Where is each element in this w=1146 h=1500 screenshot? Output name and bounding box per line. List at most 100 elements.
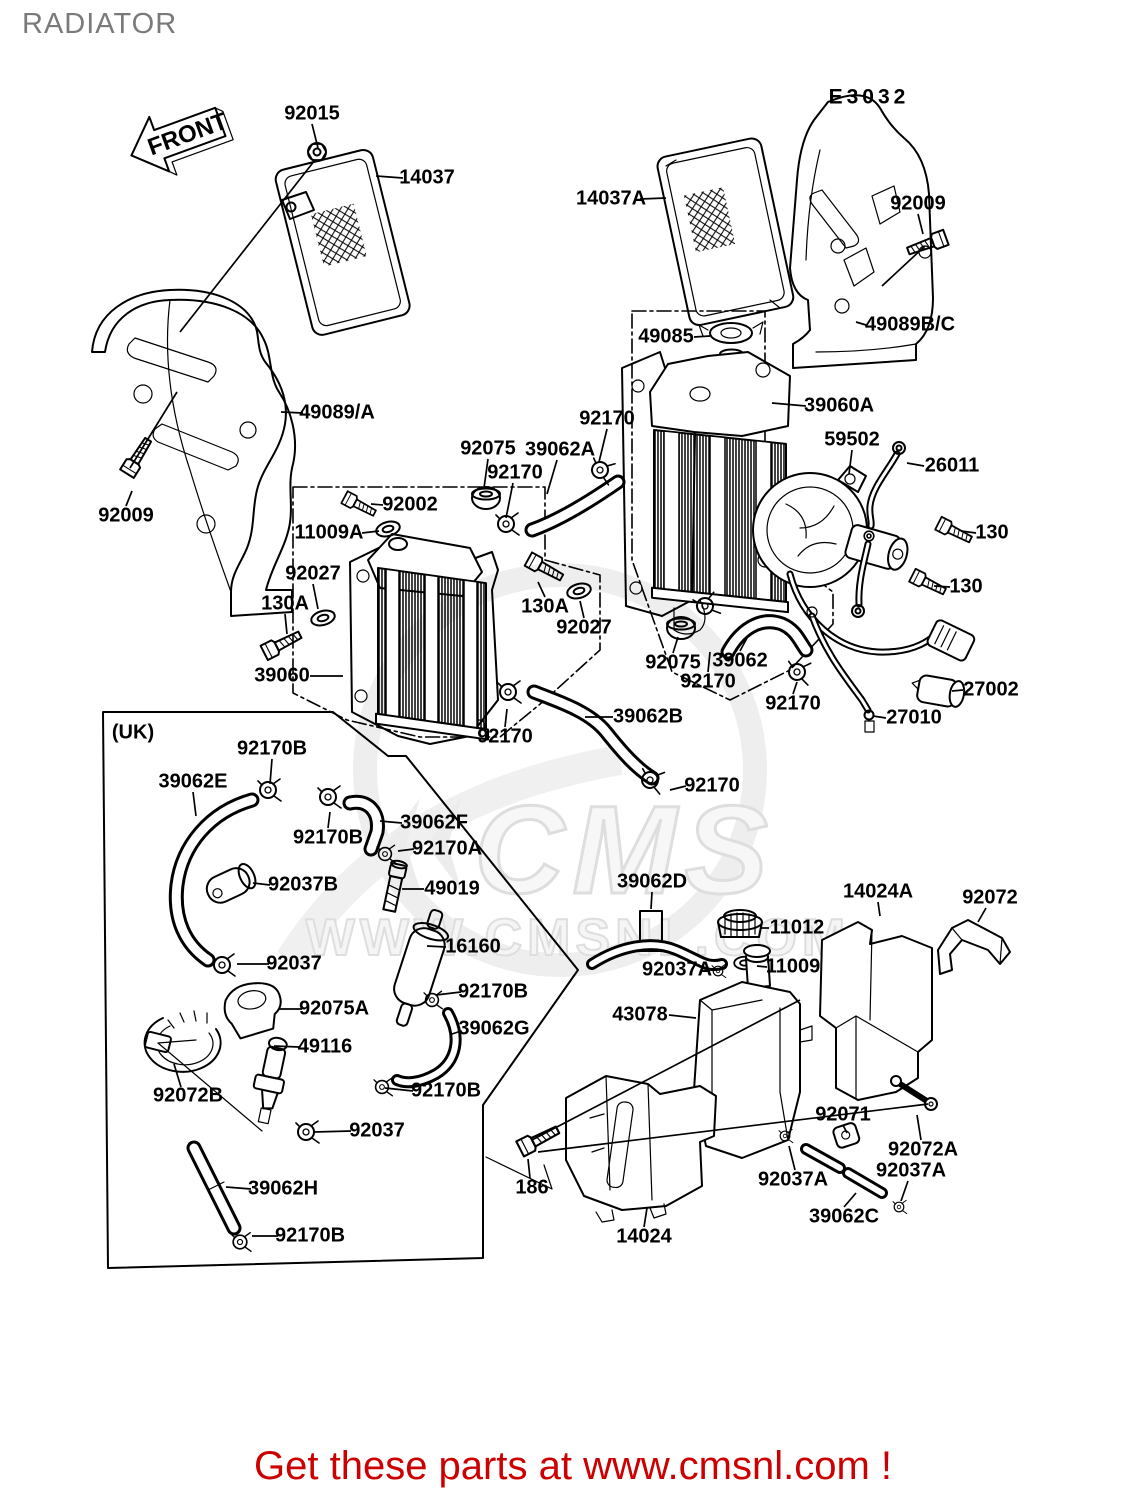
part-label: 92037B: [268, 873, 338, 895]
part-label: 39062A: [525, 438, 595, 460]
part-label: 92072: [962, 886, 1018, 908]
footer-link[interactable]: Get these parts at www.cmsnl.com !: [254, 1444, 892, 1488]
leader-line: [872, 715, 887, 719]
leader-line: [327, 811, 331, 829]
cap-11012: [717, 909, 763, 938]
hose-39062H: [186, 1140, 242, 1236]
part-label: 92075A: [299, 997, 369, 1019]
leader-line: [916, 1114, 922, 1141]
radiator-39060: [340, 490, 499, 745]
part-label: 92015: [284, 102, 340, 124]
radiator-39060A: [621, 321, 791, 635]
leader-line: [312, 583, 319, 610]
clamp-glyph: [373, 1077, 394, 1097]
joint-49019: [382, 859, 408, 913]
hose-39062B: [526, 684, 660, 786]
part-label: 14024A: [843, 880, 913, 902]
part-label: 14037A: [576, 187, 646, 209]
part-label: 130: [975, 521, 1008, 543]
part-label: 92009: [98, 504, 154, 526]
radiator-cap-49085: [698, 321, 764, 344]
leader-line: [426, 945, 447, 948]
part-label: 92170: [579, 407, 635, 429]
clamp-glyph: [317, 785, 342, 809]
part-label: (UK): [112, 721, 154, 743]
leader-line: [788, 1145, 796, 1171]
hose-39062C: [800, 1143, 888, 1199]
part-label: 92002: [382, 493, 438, 515]
part-label: 92170B: [237, 737, 307, 759]
part-label: 92072B: [153, 1084, 223, 1106]
leader-line: [756, 965, 768, 968]
grille-14037: [274, 142, 411, 336]
grommet-glyph: [471, 486, 501, 510]
part-label: 39062F: [400, 811, 468, 833]
part-label: 92027: [285, 562, 341, 584]
leader-lines: [125, 123, 987, 1237]
leader-line: [361, 530, 380, 534]
part-label: 49089/A: [299, 401, 375, 423]
leader-line: [192, 791, 197, 817]
grille-14037A: [656, 137, 795, 327]
clamp-glyph: [211, 953, 236, 977]
clamp-92037B: [205, 862, 257, 904]
leader-line: [693, 335, 711, 338]
leader-line: [917, 213, 924, 235]
hose-39062D: [586, 939, 728, 971]
water-pump-59502: [752, 465, 909, 588]
part-label: 11009: [766, 955, 821, 977]
bolt-glyph: [340, 490, 379, 521]
clamp-glyph: [892, 1199, 908, 1215]
part-label: 92037: [266, 952, 322, 974]
bolt-glyph: [259, 626, 305, 662]
hose-39062G: [391, 1007, 462, 1089]
uk-box: [102, 711, 579, 1269]
band-92072B: [143, 1010, 222, 1073]
leader-line: [225, 1186, 252, 1190]
part-label: 92075: [645, 651, 701, 673]
leader-line: [370, 503, 384, 506]
cover-14024: [565, 1075, 717, 1223]
part-label: 92027: [556, 616, 612, 638]
leader-line: [173, 1063, 182, 1088]
pointer-marks: [157, 1039, 553, 1190]
part-label: 92170B: [275, 1224, 345, 1246]
leader-line: [384, 1087, 414, 1092]
leader-line: [579, 600, 585, 619]
thermo-cable-27010: [806, 606, 875, 733]
leader-line: [639, 197, 667, 200]
part-label: 92170B: [293, 826, 363, 848]
ground-wires-26011: [851, 441, 975, 618]
part-label: 27002: [963, 678, 1019, 700]
leader-line: [537, 1103, 929, 1153]
filter-16160: [393, 908, 450, 1027]
part-label: 49116: [298, 1035, 353, 1057]
leader-line: [906, 462, 925, 467]
part-label: 11012: [770, 916, 825, 938]
clamp-glyph: [495, 512, 520, 536]
leader-line: [842, 1124, 848, 1134]
leader-line: [792, 681, 798, 695]
part-label: 11009A: [295, 521, 364, 543]
part-label: 43078: [612, 1003, 668, 1025]
part-label: 92170: [680, 670, 736, 692]
part-label: 26011: [925, 454, 980, 476]
part-label: 92037A: [876, 1159, 946, 1181]
leader-line: [771, 402, 807, 407]
leader-line: [397, 848, 415, 852]
cms-watermark: CMS WWW.CMSNL.COM: [277, 563, 846, 977]
leader-line: [855, 321, 867, 326]
leader-line: [527, 1158, 531, 1179]
diagram-line-art: FRONT: [91, 94, 1011, 1269]
hose-39062F: [342, 794, 385, 857]
leader-line: [650, 891, 653, 910]
leader-line: [531, 999, 801, 1141]
leader-line: [505, 482, 514, 519]
front-arrow-label: FRONT: [144, 107, 231, 161]
leader-line: [375, 175, 404, 179]
part-label: E3032: [829, 86, 910, 109]
leader-line: [960, 530, 977, 534]
leader-line: [435, 991, 462, 996]
